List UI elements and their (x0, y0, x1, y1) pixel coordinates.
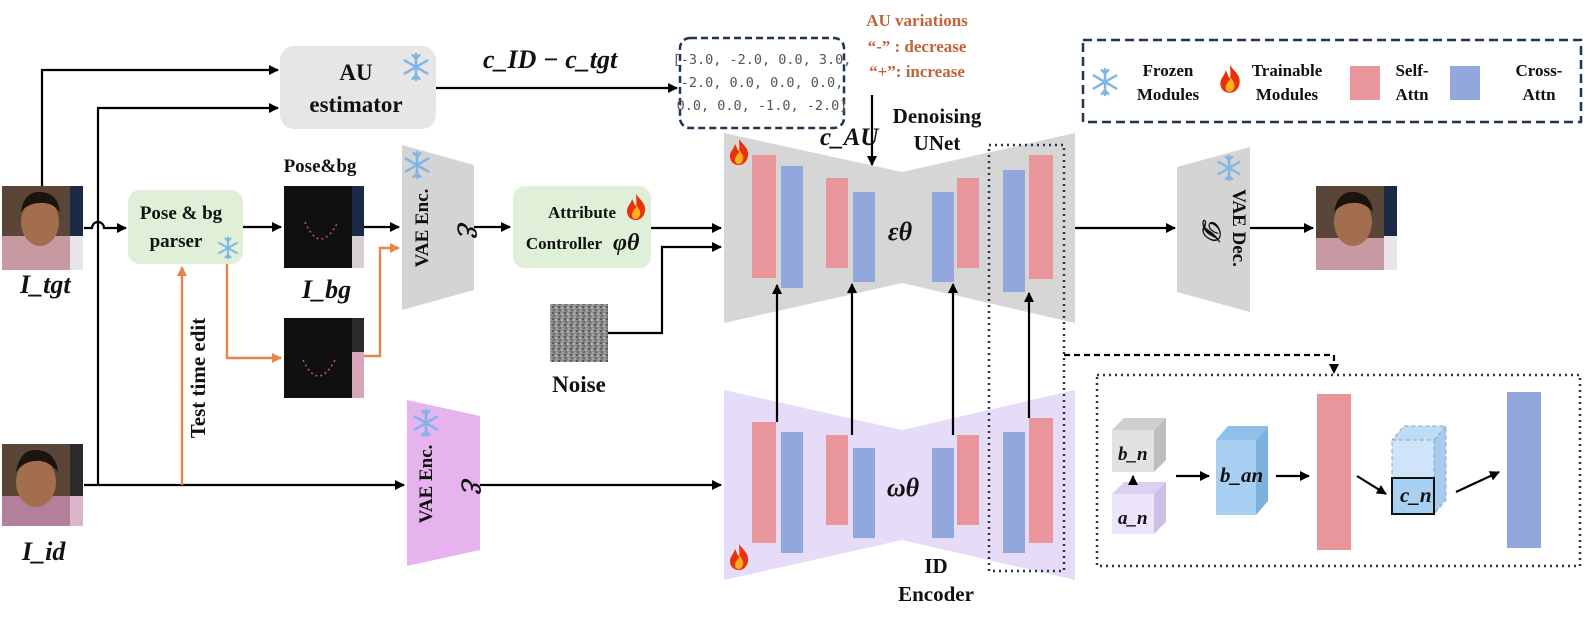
attribute-controller-box (513, 186, 651, 268)
unet-self-attn-2 (826, 178, 848, 268)
denoising-unet-label-line2: UNet (914, 131, 961, 155)
denoising-unet-label-line1: Denoising (893, 104, 982, 128)
id-cross-attn-3 (932, 448, 954, 538)
noise-label: Noise (552, 372, 606, 397)
vae-dec-label: VAE Dec. (1228, 189, 1249, 267)
id-cross-attn-2 (853, 448, 875, 538)
b-an-cube (1216, 426, 1268, 515)
unet-self-attn-4 (1029, 155, 1053, 279)
vae-enc-top-label: VAE Enc. (412, 189, 433, 268)
legend-trainable-line1: Trainable (1252, 61, 1323, 80)
attribute-controller-line1: Attribute (548, 203, 616, 222)
legend-frozen-line2: Modules (1137, 85, 1200, 104)
legend-trainable-line2: Modules (1256, 85, 1319, 104)
au-vector-line1: [-3.0, -2.0, 0.0, 3.0, (673, 52, 852, 68)
unet-cross-attn-3 (932, 192, 954, 282)
target-face-image (2, 186, 83, 270)
unet-cross-attn-1 (781, 166, 803, 288)
id-self-attn-1 (752, 422, 776, 543)
id-cross-attn-4 (1003, 432, 1025, 553)
phi-theta-symbol: φθ (613, 230, 640, 256)
unet-self-attn-1 (752, 155, 776, 278)
output-face-image (1316, 186, 1397, 270)
pose-bg-label: Pose&bg (284, 156, 357, 177)
au-vector-line3: 0.0, 0.0, -1.0, -2.0] (677, 98, 848, 114)
epsilon-theta-symbol: εθ (888, 217, 913, 246)
vae-decoder (1177, 147, 1250, 312)
pose-bg-parser-box (128, 190, 243, 264)
au-estimator-label-line2: estimator (309, 92, 402, 117)
detail-self-attn (1317, 394, 1351, 550)
vae-enc-bottom-label: VAE Enc. (416, 445, 437, 524)
id-encoder-body (724, 390, 1075, 580)
omega-theta-symbol: ωθ (887, 473, 920, 502)
pose-bg-parser-line2: parser (150, 231, 203, 252)
unet-self-attn-3 (957, 178, 979, 268)
id-self-attn-3 (957, 435, 979, 525)
edited-pose-bg-image (284, 318, 364, 398)
unet-cross-attn-2 (853, 192, 875, 282)
a-n-cube (1112, 482, 1166, 534)
id-cross-attn-1 (781, 432, 803, 553)
c-n-cube (1390, 424, 1448, 516)
encoder-symbol-top: ℰ (452, 220, 479, 238)
identity-face-image (2, 444, 83, 526)
highlight-block-outline (987, 143, 1066, 573)
c-n-label: c_n (1400, 483, 1432, 507)
i-tgt-label: I_tgt (19, 270, 71, 299)
connection-lines (40, 65, 1500, 495)
id-encoder-label-line1: ID (924, 554, 947, 578)
c-au-label: c_AU (820, 124, 880, 151)
legend-box (1081, 38, 1583, 124)
noise-image (550, 304, 608, 362)
attribute-controller-line2: Controller (526, 234, 603, 253)
legend-self-attn-line2: Attn (1395, 85, 1429, 104)
au-estimator-box (280, 46, 436, 129)
vae-encoder-bottom (407, 400, 480, 566)
test-time-edit-label: Test time edit (186, 318, 210, 439)
pose-bg-image (284, 186, 364, 268)
i-bg-label: I_bg (301, 275, 351, 304)
au-vector-line2: -2.0, 0.0, 0.0, 0.0, (681, 75, 844, 91)
au-vector-box (678, 36, 846, 130)
test-time-edit-path (177, 243, 400, 485)
au-decrease-note: “-” : decrease (868, 37, 967, 56)
detail-cross-attn (1507, 392, 1541, 548)
encoder-symbol-bottom: ℰ (456, 476, 483, 494)
au-increase-note: “+”: increase (869, 62, 965, 81)
b-an-label: b_an (1220, 463, 1263, 487)
legend-cross-attn-line1: Cross- (1516, 61, 1563, 80)
b-n-label: b_n (1118, 444, 1148, 465)
a-n-label: a_n (1118, 508, 1148, 529)
id-self-attn-2 (826, 435, 848, 525)
c-id-minus-c-tgt: c_ID − c_tgt (483, 45, 618, 74)
pose-bg-parser-line1: Pose & bg (140, 203, 223, 224)
legend-frozen-line1: Frozen (1143, 61, 1194, 80)
unet-cross-attn-4 (1003, 170, 1025, 292)
id-self-attn-4 (1029, 418, 1053, 543)
denoising-unet-body (724, 133, 1075, 323)
legend-self-attn-line1: Self- (1395, 61, 1428, 80)
au-variations-title: AU variations (866, 11, 968, 30)
b-n-cube (1112, 418, 1166, 472)
au-estimator-label-line1: AU (339, 60, 373, 85)
legend-cross-attn-swatch (1450, 66, 1480, 100)
id-encoder-label-line2: Encoder (898, 582, 974, 606)
vae-encoder-top (402, 145, 474, 310)
i-id-label: I_id (21, 537, 66, 566)
legend-self-attn-swatch (1350, 66, 1380, 100)
legend-cross-attn-line2: Attn (1522, 85, 1556, 104)
